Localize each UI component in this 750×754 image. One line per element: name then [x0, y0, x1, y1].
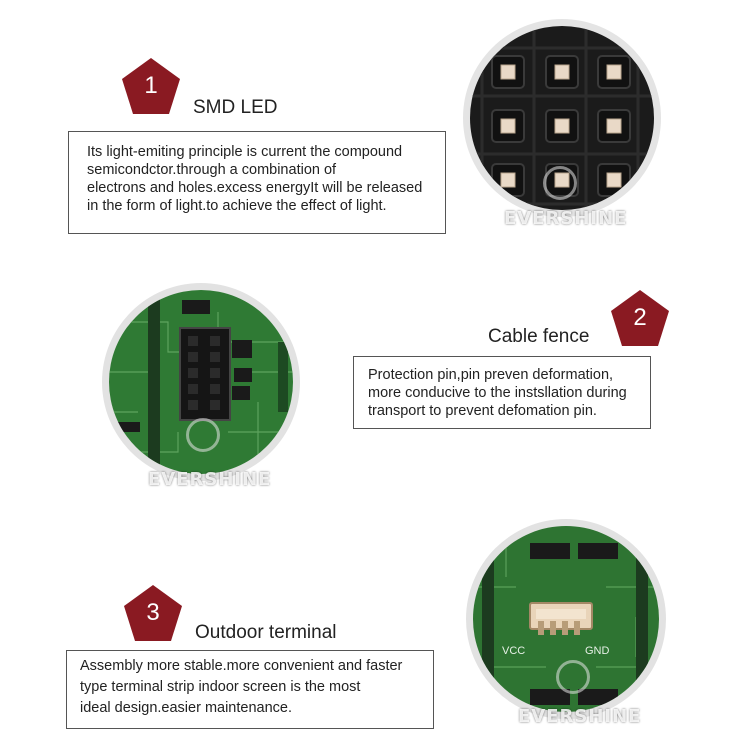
watermark-text: EVERSHINE: [504, 208, 628, 229]
step-number-2: 2: [633, 304, 647, 331]
description-line: Its light-emiting principle is current t…: [87, 144, 403, 160]
watermark-text: EVERSHINE: [148, 469, 272, 490]
outdoor-terminal-photo: [466, 517, 666, 721]
description-line: more conducive to the instsllation durin…: [368, 385, 627, 401]
description-line: in the form of light.to achieve the effe…: [87, 198, 387, 214]
description-line: electrons and holes.excess energyIt will…: [87, 180, 423, 196]
description-box-smd-led: Its light-emiting principle is current t…: [68, 131, 446, 234]
watermark-text: EVERSHINE: [518, 706, 642, 727]
description-line: Protection pin,pin preven deformation,: [368, 367, 614, 383]
section-title-cable-fence: Cable fence: [488, 326, 590, 347]
description-box-outdoor-terminal: Assembly more stable.more convenient and…: [66, 650, 434, 729]
gnd-label: GND: [585, 645, 610, 657]
step-badge-1: 1: [122, 58, 180, 114]
description-line: transport to prevent defomation pin.: [368, 403, 597, 419]
watermark-logo-icon: [543, 166, 577, 200]
step-badge-3: 3: [124, 585, 182, 641]
section-title-smd-led: SMD LED: [193, 97, 278, 118]
step-badge-2: 2: [611, 290, 669, 346]
description-line: semicondctor.through a combination of: [87, 162, 337, 178]
description-line: type terminal strip indoor screen is the…: [80, 679, 361, 695]
step-number-1: 1: [144, 72, 158, 99]
description-line: Assembly more stable.more convenient and…: [80, 658, 403, 674]
watermark-logo-icon: [556, 660, 590, 694]
description-line: ideal design.easier maintenance.: [80, 700, 292, 716]
vcc-label: VCC: [502, 645, 526, 657]
cable-fence-photo: [98, 282, 304, 482]
watermark-logo-icon: [186, 418, 220, 452]
description-box-cable-fence: Protection pin,pin preven deformation, m…: [353, 356, 651, 429]
section-title-outdoor-terminal: Outdoor terminal: [195, 622, 337, 643]
step-number-3: 3: [146, 599, 160, 626]
